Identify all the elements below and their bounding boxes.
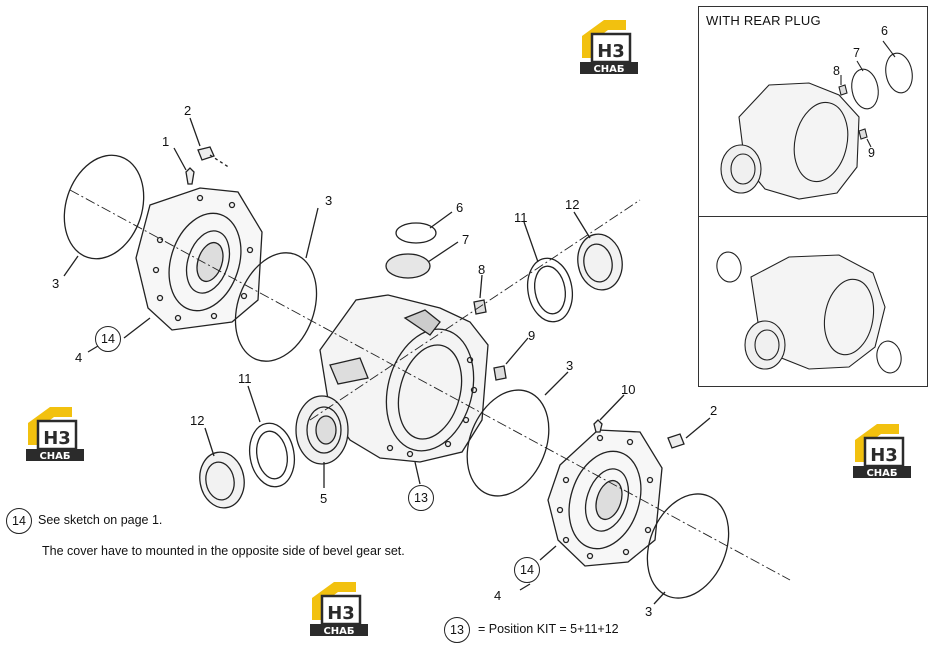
- pinion-sleeve: [295, 395, 349, 465]
- seal-ring-mid: [234, 252, 318, 362]
- callout-10: 10: [621, 382, 635, 397]
- callout-3-left: 3: [52, 276, 59, 291]
- callout-14-left: 14: [95, 326, 121, 352]
- cap-7: [385, 253, 431, 279]
- ring-11-bottom: [248, 422, 296, 488]
- logo-top-text: H3: [870, 445, 898, 466]
- callout-11-top: 11: [514, 210, 528, 225]
- callout-1: 1: [162, 134, 169, 149]
- watermark-logo: H3 CHAБ: [853, 424, 911, 479]
- inset-callout-9: 9: [868, 146, 875, 160]
- breather-10: [593, 419, 603, 433]
- callout-9: 9: [528, 328, 535, 343]
- inset-callout-8: 8: [833, 64, 840, 78]
- plug-2-top: [197, 146, 215, 161]
- bearing-12-bottom: [199, 451, 245, 509]
- axle-housing: [319, 294, 489, 463]
- note-kit-number: 13: [444, 617, 470, 643]
- inset-rear-plug: WITH REAR PLUG 6 7 8 9: [698, 6, 928, 218]
- callout-14-right: 14: [514, 557, 540, 583]
- logo-bottom-text: CHAБ: [593, 64, 624, 75]
- callout-2-top: 2: [184, 103, 191, 118]
- plug-2-right: [667, 433, 685, 449]
- logo-bottom-text: CHAБ: [39, 451, 70, 462]
- watermark-logo: H3 CHAБ: [26, 407, 84, 462]
- note-sketch-number: 14: [6, 508, 32, 534]
- logo-top-text: H3: [327, 603, 355, 624]
- note-sketch-text: See sketch on page 1.: [38, 513, 163, 527]
- inset-alternative-view: [698, 216, 928, 387]
- logo-top-text: H3: [43, 428, 71, 449]
- callout-13: 13: [408, 485, 434, 511]
- inset-callout-6: 6: [881, 24, 888, 38]
- callout-8: 8: [478, 262, 485, 277]
- seal-ring-right-mid: [466, 389, 550, 497]
- left-cover: [135, 187, 263, 331]
- seal-ring-bottom-right: [646, 493, 730, 599]
- callout-6: 6: [456, 200, 463, 215]
- callout-3-top: 3: [325, 193, 332, 208]
- right-cover: [547, 429, 663, 567]
- ring-11-top: [526, 257, 574, 323]
- note-kit-text: = Position KIT = 5+11+12: [478, 622, 619, 636]
- callout-4-left: 4: [75, 350, 82, 365]
- seal-ring-left: [63, 154, 145, 260]
- callout-12-bottom: 12: [190, 413, 204, 428]
- callout-7: 7: [462, 232, 469, 247]
- bearing-12-top: [577, 233, 623, 291]
- callout-11-bottom: 11: [238, 371, 252, 386]
- note-cover-text: The cover have to mounted in the opposit…: [42, 544, 405, 558]
- callout-3-mid: 3: [566, 358, 573, 373]
- callout-5: 5: [320, 491, 327, 506]
- snap-ring-6: [395, 222, 437, 244]
- inset-alternative-drawing: [716, 251, 902, 374]
- callout-12-top: 12: [565, 197, 579, 212]
- inset-rear-plug-drawing: 6 7 8 9: [720, 24, 913, 200]
- watermark-logo: H3 CHAБ: [580, 20, 638, 75]
- callout-4-right: 4: [494, 588, 501, 603]
- logo-top-text: H3: [597, 41, 625, 62]
- inset-title: WITH REAR PLUG: [706, 13, 821, 28]
- logo-bottom-text: CHAБ: [323, 626, 354, 637]
- logo-bottom-text: CHAБ: [866, 468, 897, 479]
- callout-3-bottom: 3: [645, 604, 652, 619]
- breather-1: [185, 167, 195, 185]
- plug-9: [493, 365, 507, 381]
- callout-2-right: 2: [710, 403, 717, 418]
- inset-callout-7: 7: [853, 46, 860, 60]
- watermark-logo: H3 CHAБ: [310, 582, 368, 637]
